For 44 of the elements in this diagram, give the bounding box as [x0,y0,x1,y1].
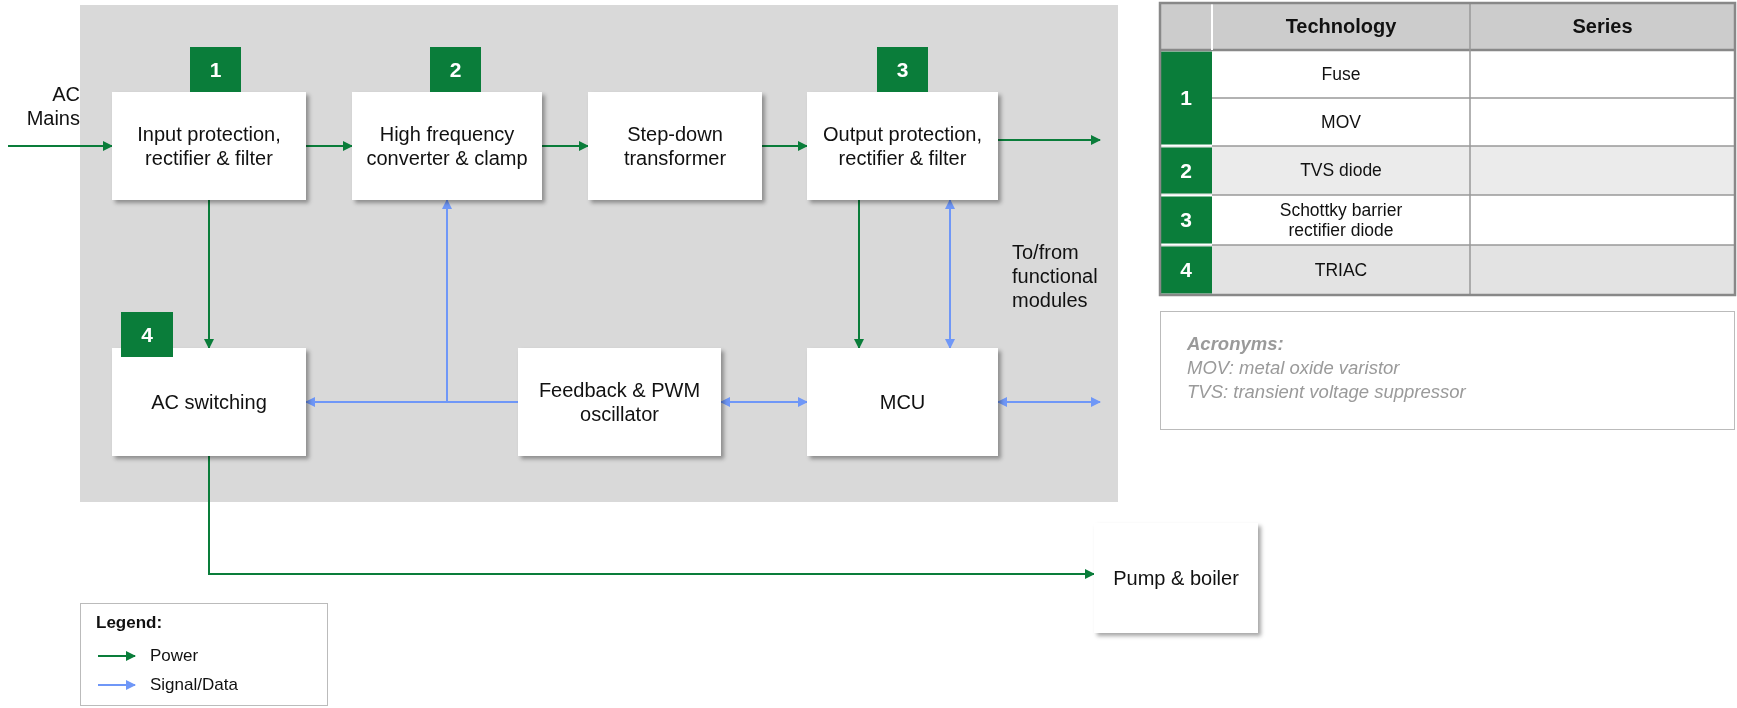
technology-name: Fuse [1320,62,1362,86]
process-box: Output protection, rectifier & filter [807,92,998,200]
column-header: Series [1571,14,1634,39]
process-box: MCU [807,348,998,456]
arrow [541,141,589,151]
note-heading: Acronyms: [1187,332,1284,356]
arrow [997,135,1101,145]
process-box: Pump & boiler [1094,523,1258,633]
arrow [761,141,808,151]
arrow [305,141,353,151]
note-text: MOV: metal oxide varistor [1187,356,1400,381]
annotation-text: To/from functional modules [1012,240,1099,313]
arrow [204,199,214,349]
technology-name: Schottky barrier rectifier diode [1278,198,1404,242]
arrow [7,141,113,151]
row-number: 4 [1179,257,1193,283]
legend-text: Power [150,645,199,667]
process-box: Step-down transformer [588,92,762,200]
legend-text: Signal/Data [150,674,238,696]
arrow [854,199,864,349]
note-text: TVS: transient voltage suppressor [1187,380,1466,405]
number-badge: 3 [877,47,928,92]
number-badge: 2 [430,47,481,92]
row-number: 2 [1179,157,1193,184]
technology-name: MOV [1320,110,1362,134]
number-badge: 4 [121,312,173,357]
arrow [442,199,519,403]
arrow [720,397,808,407]
acronyms-box [1160,311,1735,430]
legend-title: Legend: [96,612,164,634]
process-box: AC switching [112,348,306,456]
arrow [997,397,1101,407]
arrow [945,199,955,349]
input-label: AC Mains [8,82,80,146]
process-box: Input protection, rectifier & filter [112,92,306,200]
technology-name: TVS diode [1299,159,1383,183]
process-box: Feedback & PWM oscillator [518,348,721,456]
row-number: 1 [1179,85,1193,111]
technology-name: TRIAC [1313,258,1369,282]
arrow [208,455,1095,579]
number-badge: 1 [190,47,241,92]
column-header: Technology [1284,14,1398,39]
row-number: 3 [1179,207,1193,233]
process-box: High frequency converter & clamp [352,92,542,200]
